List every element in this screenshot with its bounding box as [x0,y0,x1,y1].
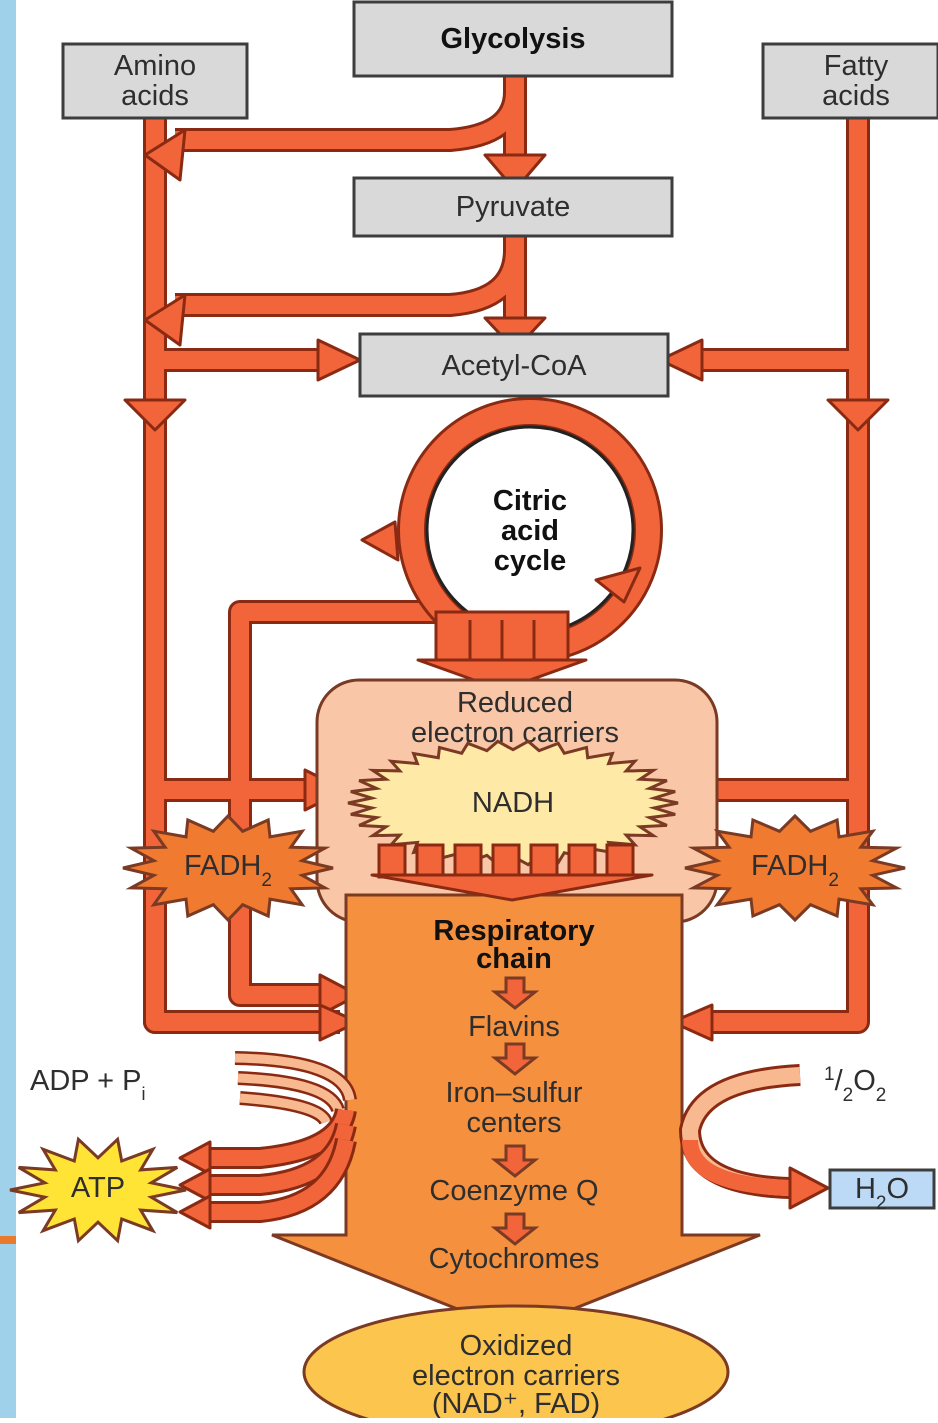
oxidized-label-line2: electron carriers [412,1360,620,1392]
cycle-label-line3: cycle [494,545,567,577]
slide-edge-decoration [0,0,16,1418]
acetyl-coa-label: Acetyl-CoA [441,350,587,382]
amino-label-line1: Amino [114,50,196,82]
nadh-drip-arrows [370,843,654,902]
adp-subscript: i [142,1084,146,1104]
svg-text:FADH2: FADH2 [184,850,272,891]
amino-label-line2: acids [121,80,189,112]
cytochromes-label: Cytochromes [429,1243,600,1275]
cycle-arrowhead-right [594,566,642,604]
chain-title-line2: chain [476,943,552,975]
svg-text:FADH2: FADH2 [751,850,839,891]
oxygen-denominator: 2 [843,1085,854,1106]
water-subscript: 2 [876,1193,887,1214]
nadh-drip-stem [415,843,445,879]
pyruvate-box: Pyruvate [352,176,674,238]
fatty-acids-box: Fatty acids [761,42,938,120]
atp-burst: ATP [9,1136,187,1244]
reduced-label-line1: Reduced [457,687,573,719]
cycle-label-line1: Citric [493,485,567,517]
cycle-output-arrows [416,610,588,692]
amino-acids-box: Amino acids [61,42,249,120]
iron-sulfur-label-line1: Iron–sulfur [445,1077,582,1109]
glycolysis-box: Glycolysis [352,0,674,78]
chain-title-line1: Respiratory [433,915,594,947]
fadh2-right-label: FADH [751,850,828,882]
nadh-drip-stem [377,843,407,879]
oxygen-numerator: 1 [824,1064,835,1085]
acetyl-coa-box: Acetyl-CoA [358,332,670,398]
nadh-label: NADH [472,787,554,819]
chain-step-arrows [490,976,540,1246]
water-box: H2O [828,1168,936,1214]
fadh2-left-subscript: 2 [261,870,272,891]
nadh-drip-stem [491,843,521,879]
chain-step-arrow [490,1212,540,1246]
chain-step-arrow [490,1042,540,1076]
chain-step-arrow [490,976,540,1010]
oxygen-symbol: O [853,1065,876,1097]
respiratory-chain: Respiratory chain Flavins Iron–sulfur ce… [271,893,761,1334]
nadh-drip-stem [529,843,559,879]
fadh2-right-subscript: 2 [828,870,839,891]
flavins-label: Flavins [468,1011,560,1043]
fadh2-left-label: FADH [184,850,261,882]
oxygen-label: 1/2O2 [824,1064,886,1106]
adp-label: ADP + Pi [30,1065,146,1104]
water-label: H2O [855,1173,909,1214]
pyruvate-label: Pyruvate [456,191,570,223]
fadh2-burst-left: FADH2 [122,813,334,923]
coenzyme-q-label: Coenzyme Q [429,1175,598,1207]
nadh-drip-stem [605,843,635,879]
cycle-arrowhead-left [360,520,400,562]
reduced-label-line2: electron carriers [411,717,619,749]
oxidized-label-line1: Oxidized [460,1330,573,1362]
fatty-label-line2: acids [822,80,890,112]
iron-sulfur-label-line2: centers [466,1107,561,1139]
oxygen-to-water-arrow [678,1064,830,1210]
fadh2-burst-right: FADH2 [684,813,906,923]
atp-label: ATP [71,1172,125,1204]
nadh-drip-stem [453,843,483,879]
atp-synthesis-arrows [178,1051,357,1230]
oxidized-label-line3: (NAD⁺, FAD) [432,1388,600,1418]
nadh-drip-head [370,873,654,902]
chain-step-arrow [490,1144,540,1178]
oxidized-electron-carriers: Oxidized electron carriers (NAD⁺, FAD) [302,1304,730,1423]
glycolysis-label: Glycolysis [440,23,585,55]
cycle-label-line2: acid [501,515,559,547]
oxygen-slash: / [835,1065,844,1097]
fatty-label-line1: Fatty [824,50,889,82]
nadh-drip-stem [567,843,597,879]
oxygen-subscript: 2 [876,1085,887,1106]
